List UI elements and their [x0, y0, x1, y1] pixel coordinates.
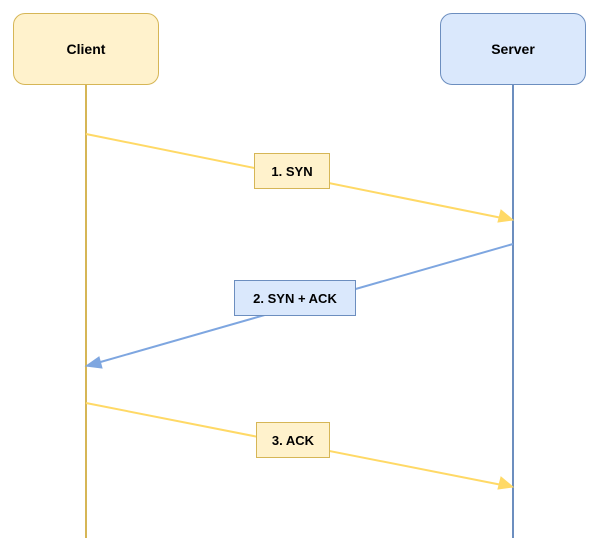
ack-message-label[interactable]: 3. ACK — [256, 422, 330, 458]
syn-message-label[interactable]: 1. SYN — [254, 153, 330, 189]
ack-message-text: 3. ACK — [271, 432, 315, 448]
server-label: Server — [491, 41, 535, 57]
syn-arrowhead — [497, 209, 515, 223]
ack-arrowhead — [497, 476, 515, 490]
synack-message-label[interactable]: 2. SYN + ACK — [234, 280, 356, 316]
syn-message-text: 1. SYN — [271, 163, 313, 179]
client-label: Client — [66, 41, 106, 57]
synack-arrowhead — [84, 356, 103, 369]
server-box[interactable]: Server — [440, 13, 586, 85]
synack-message-text: 2. SYN + ACK — [253, 290, 337, 306]
client-box[interactable]: Client — [13, 13, 159, 85]
